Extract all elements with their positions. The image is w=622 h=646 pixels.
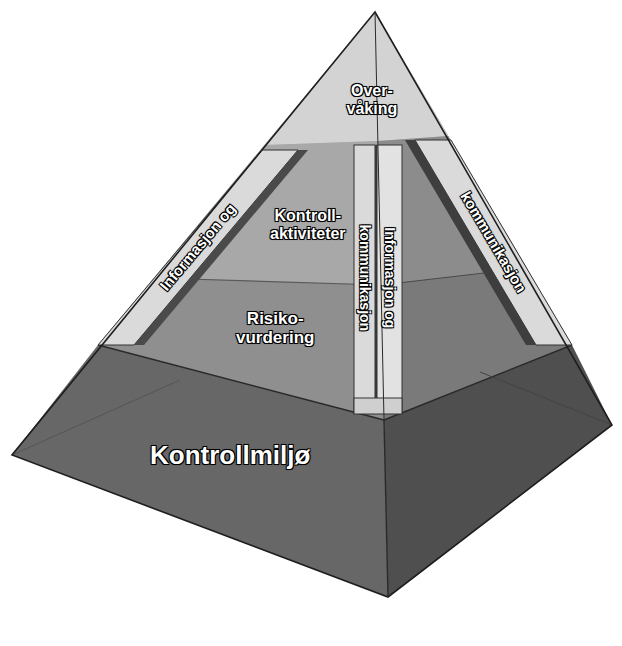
cap-face (266, 12, 448, 145)
base-right (384, 345, 612, 597)
layer-label: Risiko- vurdering (236, 309, 314, 347)
communication-strip: kommunikasjon (355, 222, 373, 335)
pyramid-outline (12, 12, 612, 597)
pyramid-edge (375, 12, 384, 420)
base-front (12, 345, 388, 597)
risk-assessment-layer: Risiko- vurdering (233, 308, 317, 348)
slab-edge (384, 345, 572, 420)
information-band: Informasjon og (154, 197, 242, 297)
info-strip (354, 145, 375, 413)
pyramid-edge (384, 420, 388, 597)
slab-line (480, 372, 612, 425)
layer-label: Over- våking (347, 82, 398, 118)
layer-label: kommunikasjon (356, 225, 372, 332)
control-activities-layer: Kontroll- aktiviteter (267, 206, 349, 244)
slab-edge (98, 345, 384, 420)
layer-label: Informasjon og (157, 200, 240, 294)
monitoring-cap: Over- våking (344, 81, 401, 119)
layer-label: Informasjon og (382, 227, 398, 328)
layer-label: Kontroll- aktiviteter (270, 207, 346, 243)
information-strip: Informasjon og (381, 224, 399, 331)
band-stripe (405, 140, 536, 345)
strip-foot (354, 398, 402, 414)
layer-label: Kontrollmiljø (150, 441, 310, 470)
communication-band: kommunikasjon (454, 185, 531, 298)
layer-label: kommunikasjon (457, 188, 530, 295)
control-environment-base: Kontrollmiljø (147, 440, 313, 471)
